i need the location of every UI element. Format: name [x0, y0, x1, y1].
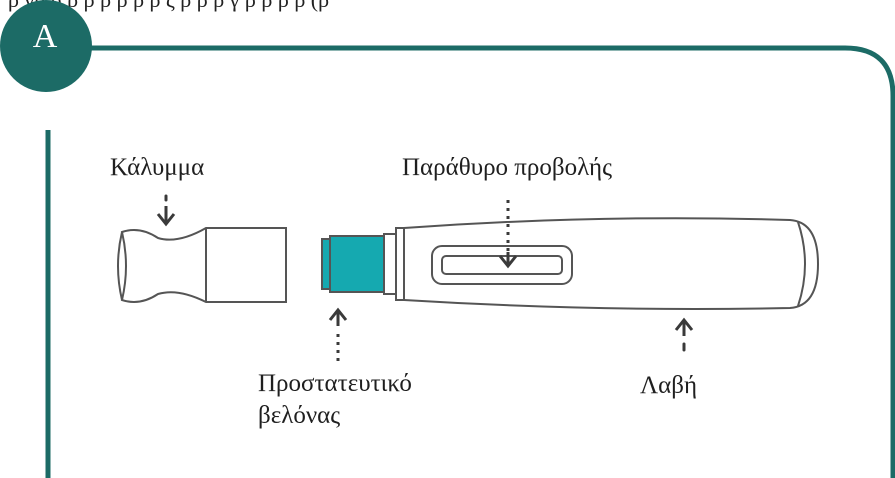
panel-frame	[45, 45, 895, 478]
needle-shield-label-line2: βελόνας	[258, 402, 341, 429]
handle-label: Λαβή	[640, 372, 698, 399]
cap-label: Κάλυμμα	[110, 154, 205, 181]
cropped-header-text-clip: ρ γρ ρ ρ ρ ρ ρ ρ ρ ς ρ ρ ρ γ ρ ρ ρ ρ (ρ	[0, 0, 895, 14]
needle-shield-label-line1: Προστατευτικό	[258, 370, 412, 397]
viewing-window-label: Παράθυρο προβολής	[402, 154, 612, 181]
cap-part	[117, 227, 287, 303]
arrow-handle	[674, 317, 694, 352]
cropped-header-text: ρ γρ ρ ρ ρ ρ ρ ρ ρ ς ρ ρ ρ γ ρ ρ ρ ρ (ρ	[8, 0, 329, 13]
needle-shield-label: Προστατευτικό βελόνας	[258, 368, 412, 432]
step-badge	[0, 0, 92, 92]
step-badge-letter: A	[32, 18, 58, 55]
arrow-needle-shield	[328, 307, 348, 366]
arrow-viewing-window	[498, 200, 518, 269]
viewing-window-inner	[441, 255, 563, 275]
arrow-cap	[156, 194, 176, 227]
pen-body	[383, 217, 820, 310]
needle-shield-part	[321, 235, 385, 293]
